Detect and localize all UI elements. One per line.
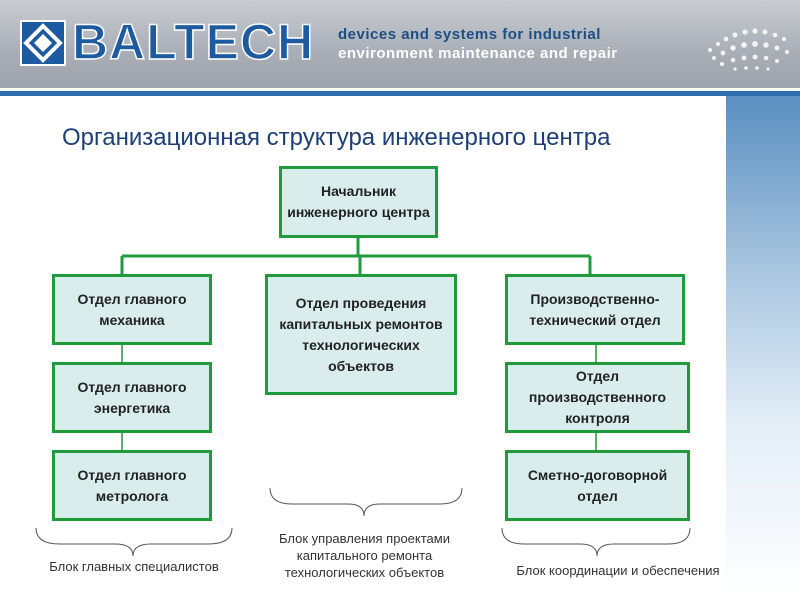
block-label-projects: Блок управления проектами капитального р… [279,531,450,580]
tagline-line2: environment maintenance and repair [338,45,618,62]
block-label-coordination: Блок координации и обеспечения [516,563,720,578]
node-chief-metrologist: Отдел главного метролога [52,450,212,521]
header-banner: BALTECH devices and systems for industri… [0,0,800,88]
page-title: Организационная структура инженерного це… [62,124,611,151]
node-estimate-contract: Сметно-договорной отдел [505,450,690,521]
side-gradient-band [726,96,800,600]
node-chief-mechanic: Отдел главного механика [52,274,212,345]
logo-text: BALTECH [71,13,315,71]
node-capital-repairs: Отдел проведения капитальных ремонтов те… [265,274,457,395]
node-production-control: Отдел производственного контроля [505,362,690,433]
header-divider-blue [0,91,800,96]
dotted-globe-icon [708,28,789,71]
header-divider-white [0,88,800,91]
node-chief-energetic: Отдел главного энергетика [52,362,212,433]
tagline-line1: devices and systems for industrial [338,26,601,43]
node-production-technical: Производственно-технический отдел [505,274,685,345]
node-head: Начальник инженерного центра [279,166,438,238]
baltech-logo-icon [20,20,66,66]
block-label-specialists: Блок главных специалистов [49,559,219,574]
